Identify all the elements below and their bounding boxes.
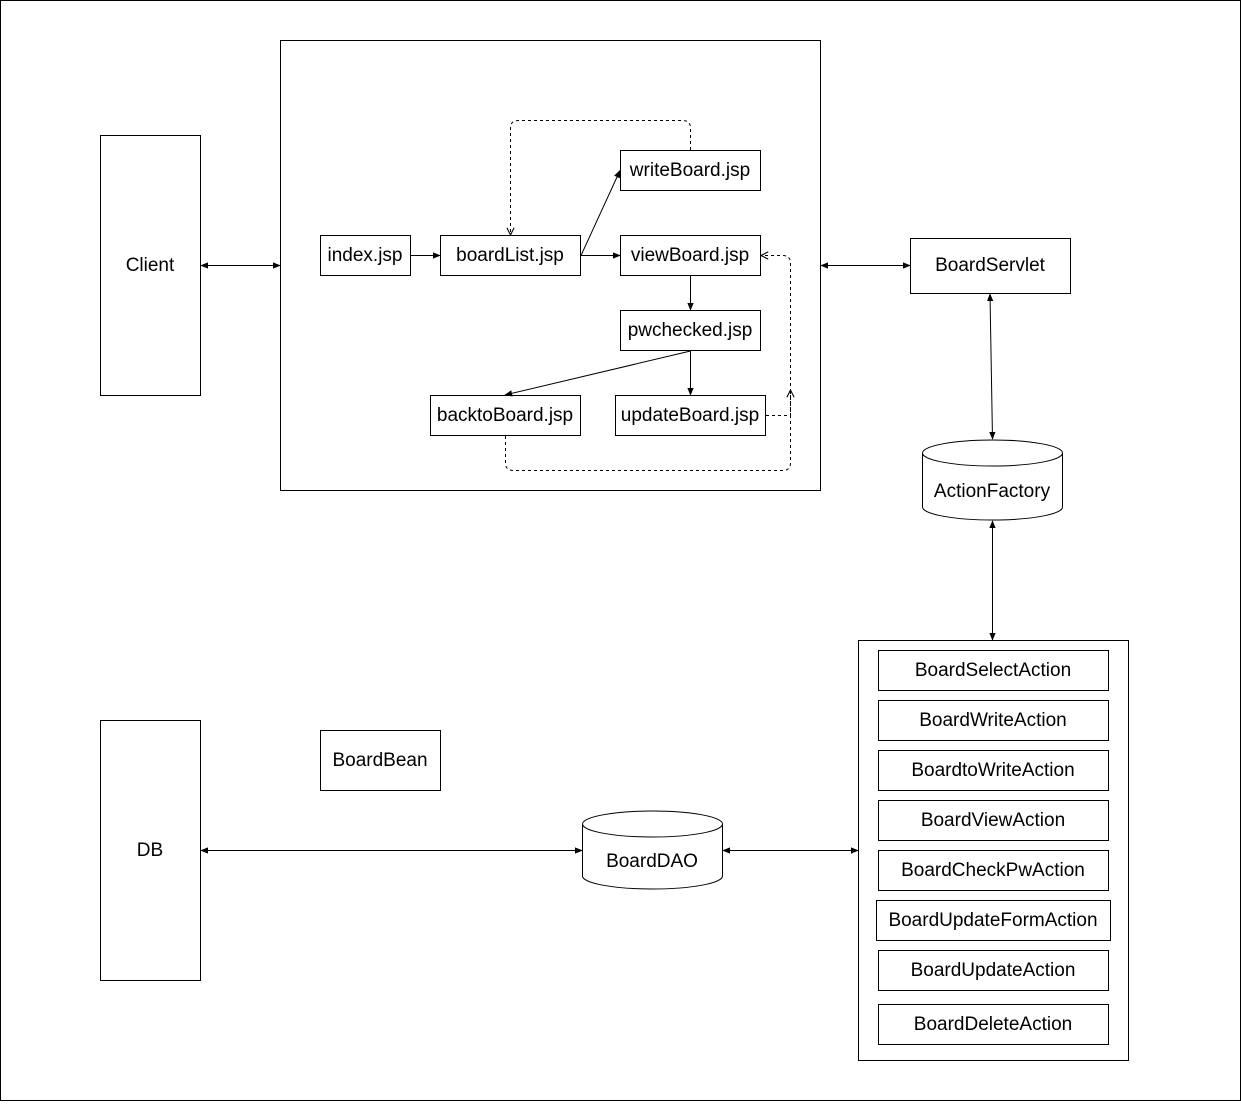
action-box-delete[interactable]: BoardDeleteAction <box>878 1004 1109 1045</box>
db-node[interactable]: DB <box>100 720 201 981</box>
write-to-list-dashed-arrow <box>511 120 691 236</box>
action-box-select[interactable]: BoardSelectAction <box>878 650 1109 691</box>
view-board-jsp-node[interactable]: viewBoard.jsp <box>620 235 761 276</box>
board-dao-node[interactable]: BoardDAO <box>582 810 723 890</box>
pwchecked-jsp-label: pwchecked.jsp <box>628 320 753 341</box>
update-board-jsp-label: updateBoard.jsp <box>621 405 759 426</box>
client-label: Client <box>126 255 175 276</box>
action-factory-label: ActionFactory <box>934 481 1051 502</box>
action-label: BoardViewAction <box>921 810 1065 831</box>
index-jsp-node[interactable]: index.jsp <box>320 235 411 276</box>
board-bean-label: BoardBean <box>332 750 427 771</box>
board-servlet-label: BoardServlet <box>935 255 1046 276</box>
update-to-view-dashed-arrow <box>761 256 791 416</box>
action-box-to-write[interactable]: BoardtoWriteAction <box>878 750 1109 791</box>
action-box-write[interactable]: BoardWriteAction <box>878 700 1109 741</box>
action-label: BoardSelectAction <box>915 660 1071 681</box>
board-servlet-node[interactable]: BoardServlet <box>910 238 1071 294</box>
write-board-jsp-node[interactable]: writeBoard.jsp <box>620 150 761 191</box>
board-bean-node[interactable]: BoardBean <box>320 730 441 791</box>
board-list-jsp-label: boardList.jsp <box>456 245 564 266</box>
backto-board-jsp-label: backtoBoard.jsp <box>437 405 573 426</box>
action-label: BoardWriteAction <box>919 710 1067 731</box>
action-box-update[interactable]: BoardUpdateAction <box>878 950 1109 991</box>
db-label: DB <box>137 840 163 861</box>
update-board-jsp-node[interactable]: updateBoard.jsp <box>615 395 766 436</box>
board-list-jsp-node[interactable]: boardList.jsp <box>440 235 581 276</box>
action-box-view[interactable]: BoardViewAction <box>878 800 1109 841</box>
action-label: BoardUpdateFormAction <box>888 910 1097 931</box>
pwchecked-jsp-node[interactable]: pwchecked.jsp <box>620 310 761 351</box>
action-box-update-form[interactable]: BoardUpdateFormAction <box>876 900 1111 941</box>
list-to-write-arrow <box>580 169 621 256</box>
action-factory-node[interactable]: ActionFactory <box>922 439 1063 521</box>
action-label: BoardCheckPwAction <box>901 860 1085 881</box>
action-box-check-pw[interactable]: BoardCheckPwAction <box>878 850 1109 891</box>
client-node[interactable]: Client <box>100 135 201 396</box>
action-label: BoardDeleteAction <box>914 1014 1072 1035</box>
backto-board-jsp-node[interactable]: backtoBoard.jsp <box>430 395 581 436</box>
pwchecked-to-backto-arrow <box>504 350 691 397</box>
view-board-jsp-label: viewBoard.jsp <box>631 245 749 266</box>
board-dao-label: BoardDAO <box>606 851 698 872</box>
write-board-jsp-label: writeBoard.jsp <box>629 160 750 181</box>
action-label: BoardtoWriteAction <box>911 760 1074 781</box>
action-label: BoardUpdateAction <box>911 960 1076 981</box>
servlet-factory-connector <box>986 293 996 440</box>
index-jsp-label: index.jsp <box>328 245 403 266</box>
